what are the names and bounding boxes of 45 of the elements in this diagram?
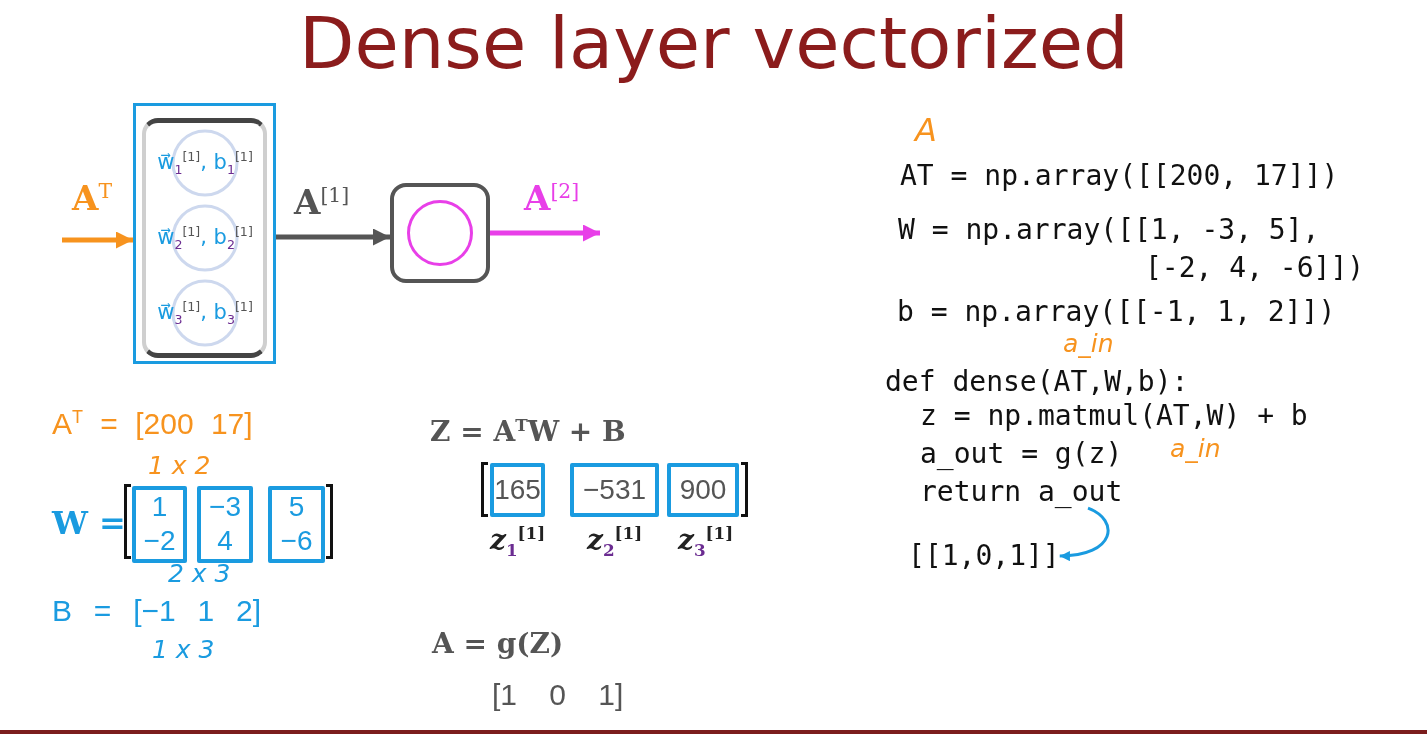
matrix-entry: −531: [582, 474, 647, 506]
matrix-entry: −2: [143, 526, 176, 558]
column-highlight: [197, 486, 253, 563]
code-line: W = np.array([[1, -3, 5],: [898, 214, 1320, 247]
equation: A$^{T}$ = [200 17]: [52, 407, 253, 442]
handwritten-note: 2 x 3: [168, 560, 231, 589]
equation: B = [−1 1 2]: [52, 594, 262, 629]
handwritten-note: 1 x 2: [148, 452, 211, 481]
handwritten-note: a_in: [1063, 330, 1114, 359]
matrix-entry: −6: [280, 526, 313, 558]
arrow: [276, 228, 390, 246]
value-highlight: [490, 463, 545, 517]
equation: A = g(Z): [432, 628, 564, 661]
column-highlight: [132, 486, 187, 563]
value-highlight: [570, 463, 659, 517]
handwritten-note: 1 x 3: [152, 636, 215, 665]
highlight-frame: [133, 103, 276, 364]
matrix-entry: 1: [151, 491, 168, 523]
code-line: a_out = g(z): [920, 438, 1123, 471]
equation: W =: [52, 505, 126, 542]
arrow: [490, 224, 600, 242]
code-line: b = np.array([[-1, 1, 2]]): [897, 296, 1336, 329]
output-text: [[1,0,1]]: [908, 540, 1060, 573]
handwritten-note: A: [915, 112, 937, 149]
column-highlight: [268, 486, 325, 563]
value-highlight: [667, 463, 739, 517]
code-line: [-2, 4, -6]]): [1145, 252, 1365, 285]
neuron-circle: [407, 200, 473, 266]
matrix-entry: 4: [217, 526, 233, 558]
matrix-entry: 900: [679, 474, 727, 506]
handwritten-note: a_in: [1170, 435, 1221, 464]
layer-box: [142, 118, 267, 358]
arrow: [62, 231, 133, 249]
code-line: z = np.matmul(AT,W) + b: [920, 400, 1308, 433]
equation: Z = A$^{T}$W + B: [430, 416, 626, 449]
code-line: return a_out: [920, 476, 1123, 509]
slide-title: Dense layer vectorized: [299, 2, 1129, 85]
code-line: AT = np.array([[200, 17]]): [900, 160, 1339, 193]
code-line: def dense(AT,W,b):: [885, 366, 1189, 399]
curved-arrow: [1059, 506, 1110, 561]
matrix-entry: 5: [288, 491, 305, 523]
matrix-entry: 165: [494, 474, 541, 506]
unit-box: [390, 183, 490, 283]
matrix-entry: −3: [209, 491, 241, 523]
equation: [1 0 1]: [492, 678, 624, 713]
